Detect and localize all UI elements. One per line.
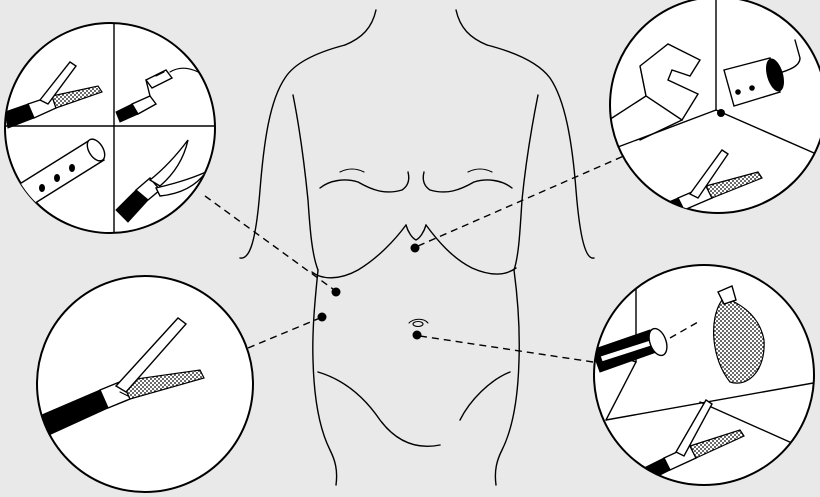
inset-lower-left — [30, 276, 253, 492]
inset-upper-right — [610, 0, 820, 222]
inset-lower-right — [592, 265, 820, 485]
leader-line-upper-right — [418, 155, 626, 246]
umbilical-port-dot — [413, 331, 422, 340]
left-lateral-port-dot — [318, 313, 327, 322]
inset-upper-left — [5, 20, 215, 236]
umbilicus — [409, 319, 428, 326]
leader-line-lower-left — [248, 318, 320, 348]
leader-line-lower-right — [420, 336, 593, 362]
epigastric-port-dot — [411, 244, 420, 253]
leader-line-upper-left — [205, 196, 333, 289]
